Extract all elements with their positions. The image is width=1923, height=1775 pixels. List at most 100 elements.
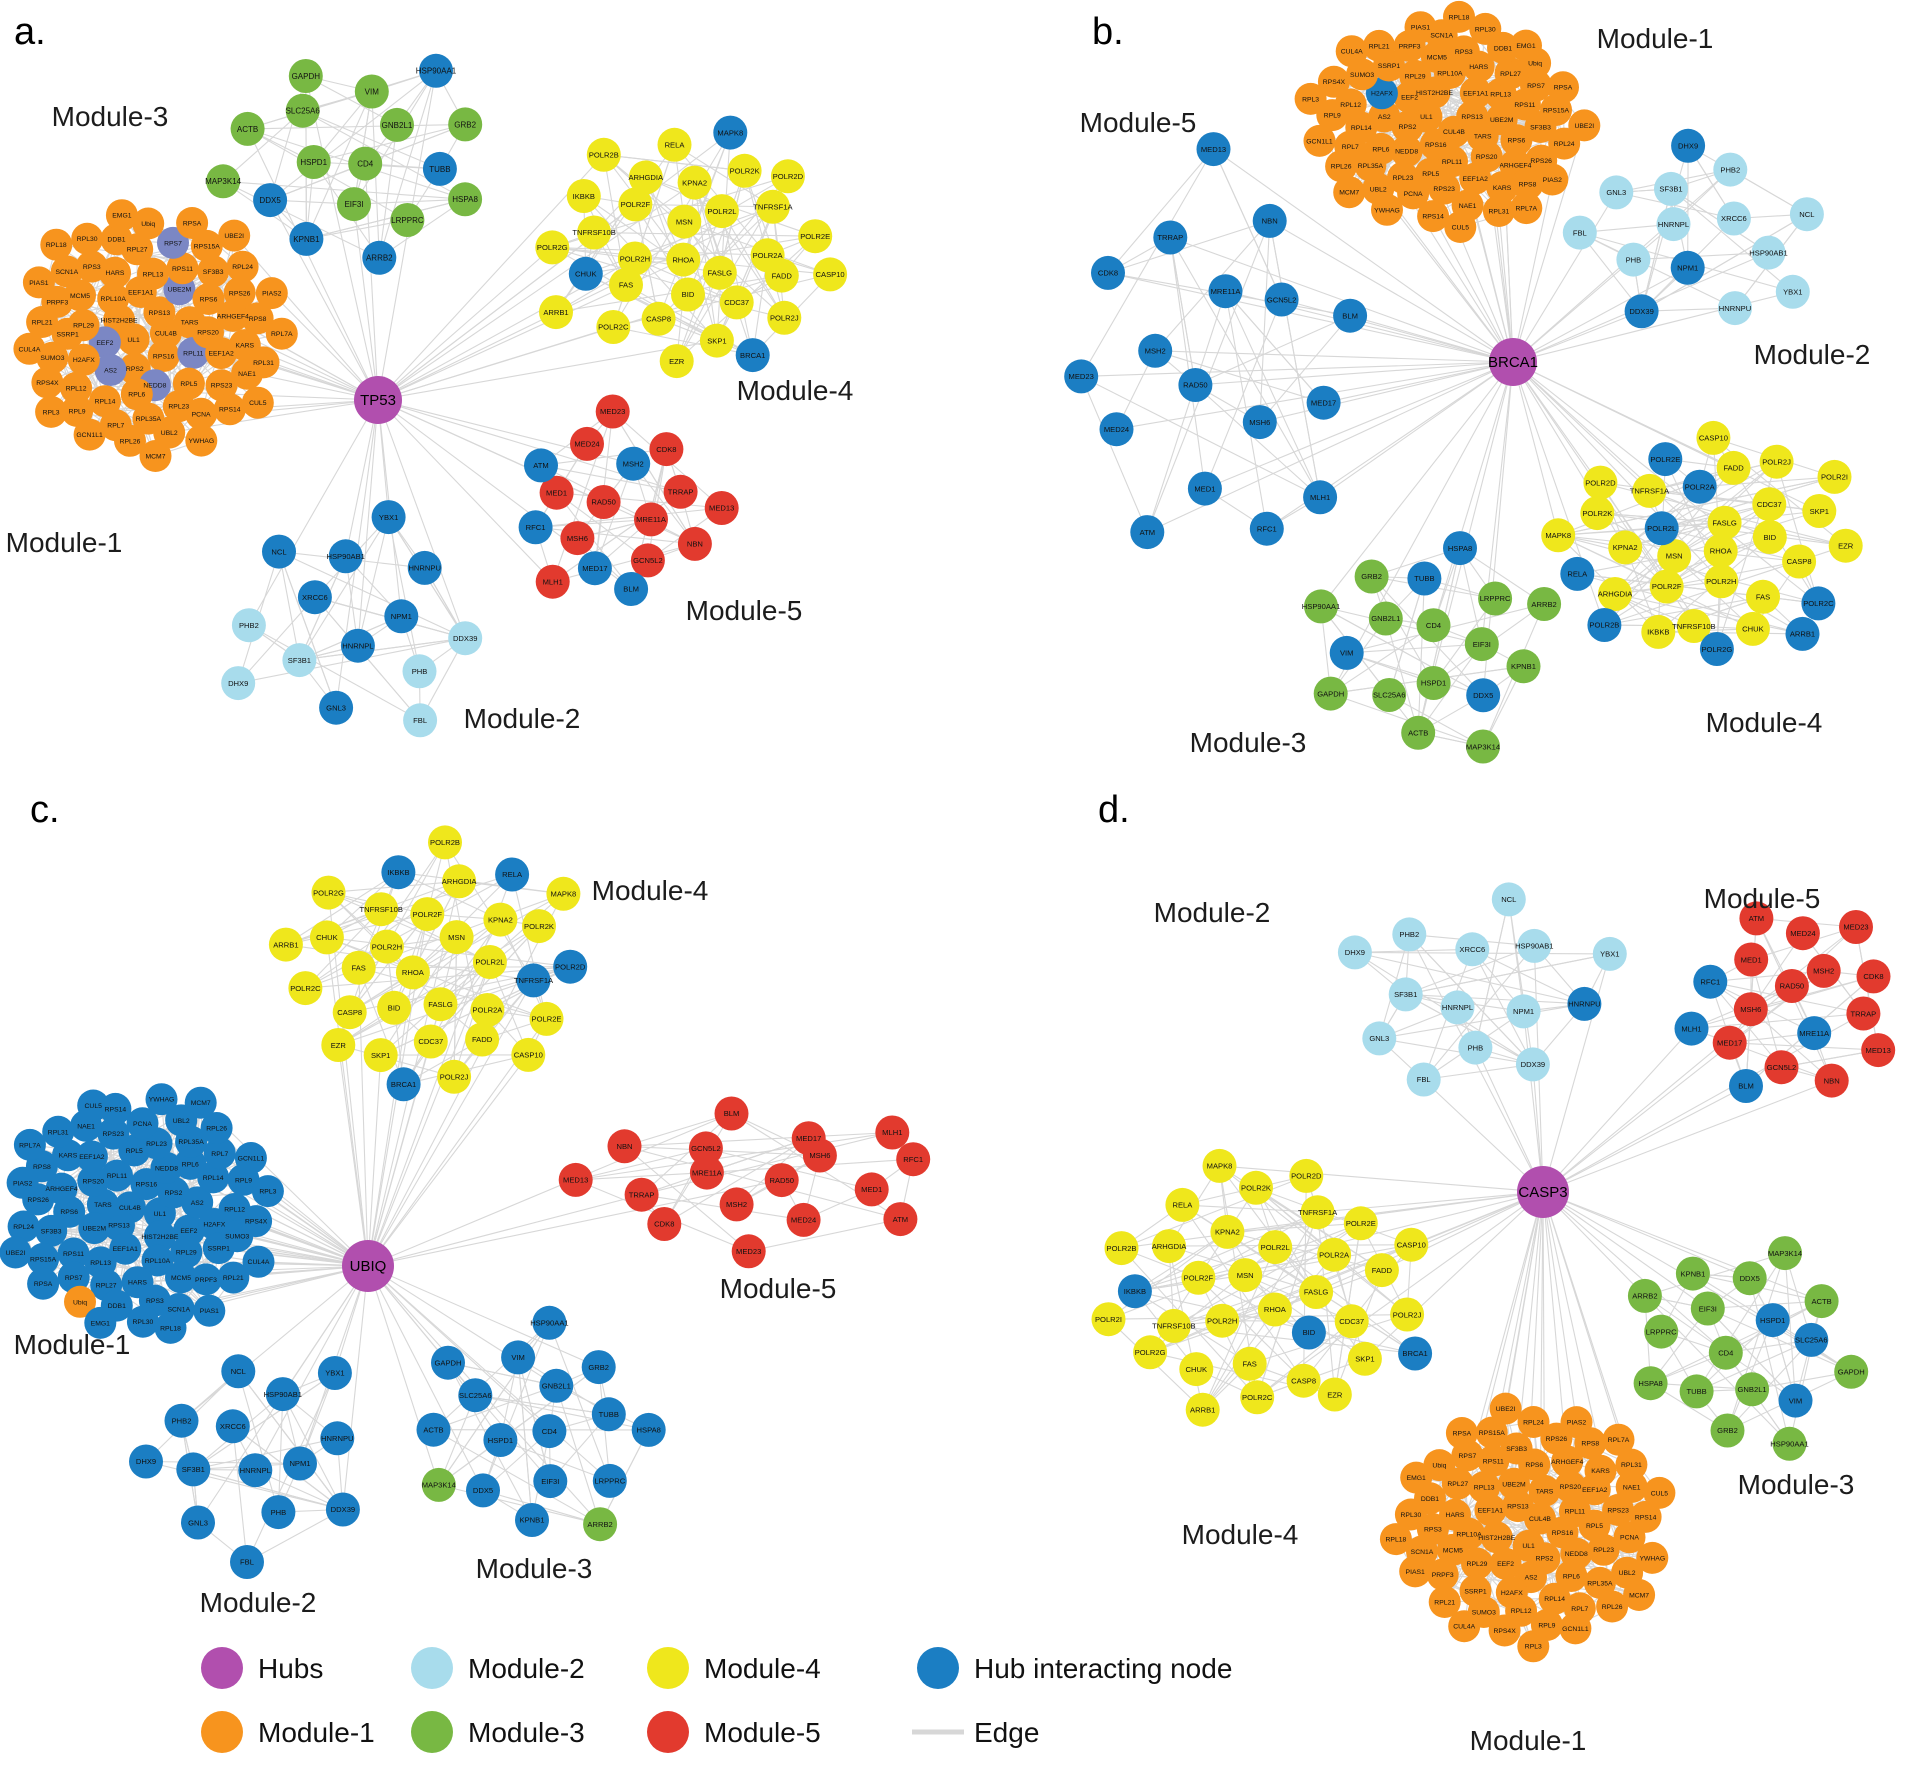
node-POLR2J[interactable] (767, 300, 802, 335)
node-LRPPRC[interactable] (390, 203, 425, 237)
node-MED24[interactable] (786, 1202, 821, 1237)
node-RPS8[interactable] (1511, 168, 1544, 201)
node-RPS15A[interactable] (1475, 1416, 1508, 1449)
node-POLR2L[interactable] (704, 194, 739, 229)
node-MSN[interactable] (667, 204, 702, 239)
node-RPS6[interactable] (1500, 124, 1533, 157)
node-POLR2B[interactable] (1587, 608, 1622, 642)
node-EIF3I[interactable] (1690, 1291, 1725, 1326)
node-FBL[interactable] (230, 1545, 264, 1579)
node-RAD50[interactable] (1774, 969, 1809, 1003)
node-CUL5[interactable] (1444, 211, 1477, 243)
node-MSN[interactable] (439, 920, 474, 955)
node-SF3B3[interactable] (197, 255, 230, 288)
node-UBE2I[interactable] (218, 219, 251, 252)
node-PIAS1[interactable] (1399, 1555, 1432, 1588)
node-HNRNPU[interactable] (1567, 986, 1602, 1021)
node-CUL4A[interactable] (242, 1245, 275, 1278)
node-FASLG[interactable] (1707, 505, 1742, 540)
node-POLR2F[interactable] (618, 187, 653, 222)
node-FADD[interactable] (1364, 1253, 1399, 1288)
node-RPL6[interactable] (1555, 1560, 1588, 1592)
node-RPL3[interactable] (251, 1175, 284, 1208)
node-MRE11A[interactable] (689, 1155, 724, 1190)
node-GAPDH[interactable] (1834, 1354, 1869, 1389)
node-RPL27[interactable] (1494, 57, 1527, 90)
node-MED23[interactable] (595, 394, 630, 429)
node-TNFRSF10B[interactable] (577, 215, 612, 250)
node-EIF3I[interactable] (337, 187, 371, 222)
node-XRCC6[interactable] (1716, 201, 1751, 236)
node-RELA[interactable] (1165, 1187, 1200, 1222)
node-POLR2G[interactable] (535, 230, 570, 265)
node-ACTB[interactable] (1804, 1284, 1839, 1319)
node-POLR2F[interactable] (1649, 569, 1684, 604)
node-HSPD1[interactable] (483, 1423, 518, 1457)
node-RPL7A[interactable] (1602, 1423, 1635, 1456)
node-MCM7[interactable] (139, 440, 172, 472)
node-MCM7[interactable] (184, 1086, 217, 1119)
node-RPL13[interactable] (1468, 1471, 1501, 1504)
node-MAP3K14[interactable] (206, 164, 241, 199)
node-PRPF3[interactable] (1426, 1558, 1459, 1591)
node-PHB[interactable] (1616, 242, 1651, 277)
node-MCM5[interactable] (165, 1261, 197, 1294)
node-FADD[interactable] (465, 1022, 500, 1057)
node-CDK8[interactable] (647, 1207, 682, 1241)
node-CHUK[interactable] (1735, 611, 1770, 646)
node-RPS7[interactable] (157, 226, 189, 259)
node-RPL29[interactable] (1399, 59, 1432, 92)
node-GAPDH[interactable] (288, 59, 323, 93)
node-LRPPRC[interactable] (592, 1463, 627, 1498)
node-RPS4X[interactable] (1488, 1614, 1521, 1647)
node-PCNA[interactable] (126, 1107, 159, 1140)
node-CASP10[interactable] (1394, 1227, 1429, 1262)
node-SSRP1[interactable] (51, 317, 84, 350)
node-MLH1[interactable] (1674, 1011, 1709, 1046)
node-XRCC6[interactable] (297, 580, 332, 615)
node-RPSA[interactable] (27, 1267, 60, 1300)
node-GCN5L2[interactable] (1264, 282, 1299, 317)
node-TNFRSF10B[interactable] (364, 892, 399, 927)
node-RPL7[interactable] (203, 1137, 236, 1170)
node-RHOA[interactable] (395, 955, 430, 990)
node-CHUK[interactable] (309, 920, 344, 955)
node-GNB2L1[interactable] (539, 1368, 574, 1403)
node-BLM[interactable] (714, 1096, 749, 1131)
node-RPL31[interactable] (1615, 1448, 1648, 1481)
node-CASP10[interactable] (1696, 420, 1731, 455)
hub-node-BRCA1[interactable] (1489, 338, 1537, 386)
node-RELA[interactable] (495, 857, 530, 892)
node-RPS16[interactable] (147, 340, 180, 372)
node-SKP1[interactable] (363, 1038, 398, 1073)
node-RPL14[interactable] (197, 1161, 230, 1194)
node-RPL7A[interactable] (13, 1128, 46, 1161)
node-DDB1[interactable] (100, 223, 133, 256)
node-MED17[interactable] (791, 1121, 826, 1156)
node-POLR2L[interactable] (1644, 511, 1679, 546)
node-CD4[interactable] (1416, 608, 1451, 643)
node-CASP8[interactable] (641, 301, 676, 336)
node-VIM[interactable] (1329, 635, 1364, 670)
node-CDC37[interactable] (719, 285, 754, 320)
node-GCN5L2[interactable] (630, 543, 665, 578)
node-EMG1[interactable] (84, 1306, 117, 1339)
node-MAPK8[interactable] (1541, 518, 1576, 553)
node-CHUK[interactable] (568, 256, 603, 291)
node-DDX5[interactable] (1732, 1261, 1767, 1296)
node-POLR2D[interactable] (1583, 465, 1618, 500)
node-KPNB1[interactable] (1506, 649, 1541, 684)
node-POLR2F[interactable] (410, 897, 445, 932)
node-BID[interactable] (671, 277, 705, 312)
node-PRPF3[interactable] (190, 1263, 222, 1296)
node-TNFRSF10B[interactable] (1676, 609, 1711, 643)
node-NPM1[interactable] (1670, 250, 1705, 285)
node-HSPA8[interactable] (1443, 531, 1477, 566)
node-POLR2A[interactable] (1682, 469, 1717, 504)
node-UBE2I[interactable] (1489, 1392, 1522, 1425)
node-POLR2H[interactable] (1205, 1303, 1240, 1338)
node-POLR2A[interactable] (1317, 1237, 1352, 1272)
node-DDX39[interactable] (1515, 1047, 1550, 1082)
node-RHOA[interactable] (1257, 1292, 1292, 1327)
node-ARRB1[interactable] (539, 295, 573, 330)
